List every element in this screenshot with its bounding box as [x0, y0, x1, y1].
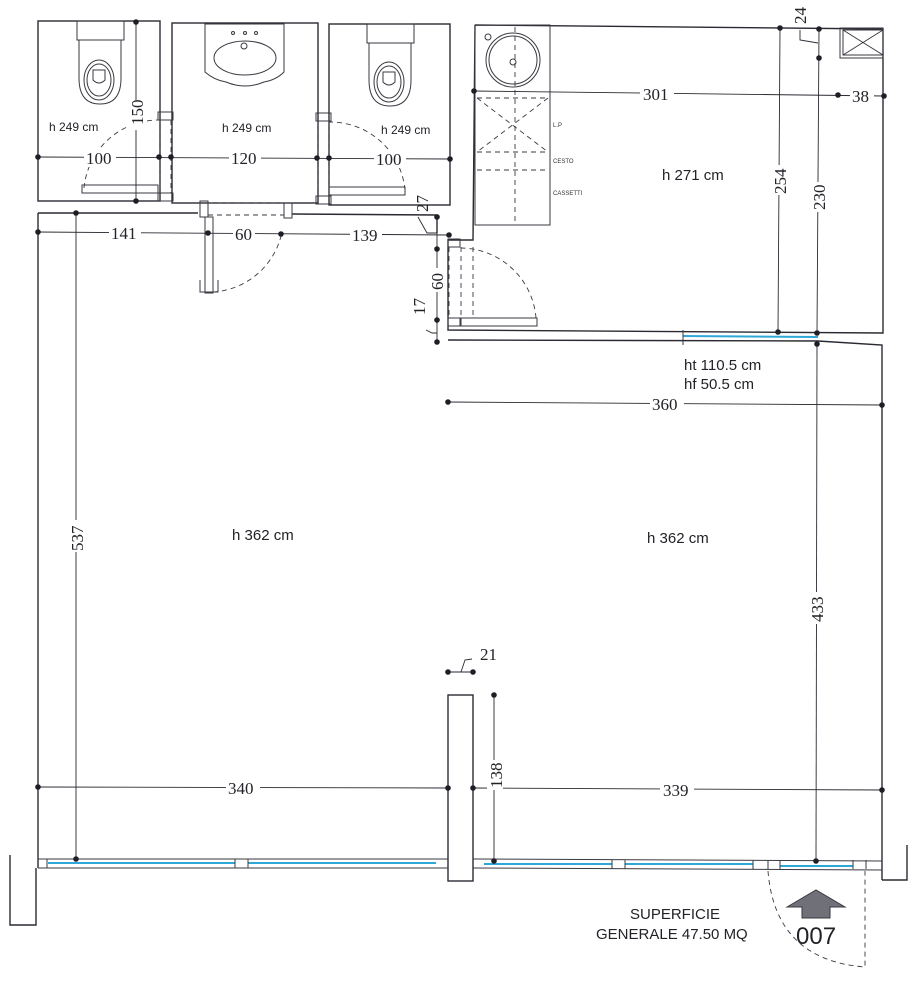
wc-right-height: h 249 cm	[381, 123, 430, 137]
window-ht-label: ht 110.5 cm	[684, 357, 761, 374]
unit-number: 007	[796, 923, 836, 950]
room-labels: h 249 cm h 249 cm h 249 cm h 271 cm h 36…	[49, 120, 761, 547]
washbasin-icon	[204, 23, 285, 87]
wc-right-room	[328, 23, 451, 206]
wc-left-height: h 249 cm	[49, 120, 98, 134]
living-right-height: h 362 cm	[647, 530, 709, 547]
toilet-right-icon	[366, 23, 415, 107]
toilet-left-icon	[76, 20, 125, 105]
dim-100-left: 100	[86, 149, 112, 168]
dim-100-right: 100	[376, 150, 402, 169]
dimension-labels: 150 100 120 100 141 60 139 27 60 17 301 …	[68, 7, 874, 800]
dim-339: 339	[663, 781, 689, 800]
dim-141: 141	[111, 224, 137, 243]
kitchen-height: h 271 cm	[662, 167, 724, 184]
living-left-height: h 362 cm	[232, 527, 294, 544]
dim-38: 38	[852, 87, 869, 106]
dim-150: 150	[128, 100, 147, 126]
dim-120: 120	[231, 149, 257, 168]
dim-360: 360	[652, 395, 678, 414]
dim-27: 27	[413, 195, 432, 213]
surface-label-line2: GENERALE 47.50 MQ	[596, 926, 748, 943]
dim-60-kitchen: 60	[428, 273, 447, 290]
dim-139: 139	[352, 226, 378, 245]
dim-21: 21	[480, 645, 497, 664]
kitchen-room: L.P CESTO CASSETTI	[447, 24, 884, 345]
label-lp: L.P	[553, 123, 562, 129]
surface-label-line1: SUPERFICIE	[630, 906, 720, 923]
dim-254: 254	[771, 168, 790, 194]
kitchen-sink-icon	[484, 32, 541, 88]
dim-24: 24	[791, 7, 810, 25]
wc-left-room	[37, 20, 161, 202]
dim-301: 301	[643, 85, 669, 104]
antibagno-height: h 249 cm	[222, 121, 271, 135]
dim-433: 433	[808, 597, 827, 623]
dim-340: 340	[228, 779, 254, 798]
label-cassetti: CASSETTI	[553, 191, 583, 197]
dim-537: 537	[68, 525, 87, 551]
dimension-lines	[35, 19, 887, 864]
dim-138: 138	[487, 763, 506, 789]
antibagno-room	[171, 22, 319, 204]
dim-60-door: 60	[235, 225, 252, 244]
label-cesto: CESTO	[553, 159, 574, 165]
window-hf-label: hf 50.5 cm	[684, 376, 754, 393]
plan-footer: SUPERFICIE GENERALE 47.50 MQ 007	[596, 889, 847, 950]
entrance-arrow-icon	[785, 889, 847, 919]
dim-17: 17	[410, 298, 429, 316]
dim-230: 230	[810, 185, 829, 211]
